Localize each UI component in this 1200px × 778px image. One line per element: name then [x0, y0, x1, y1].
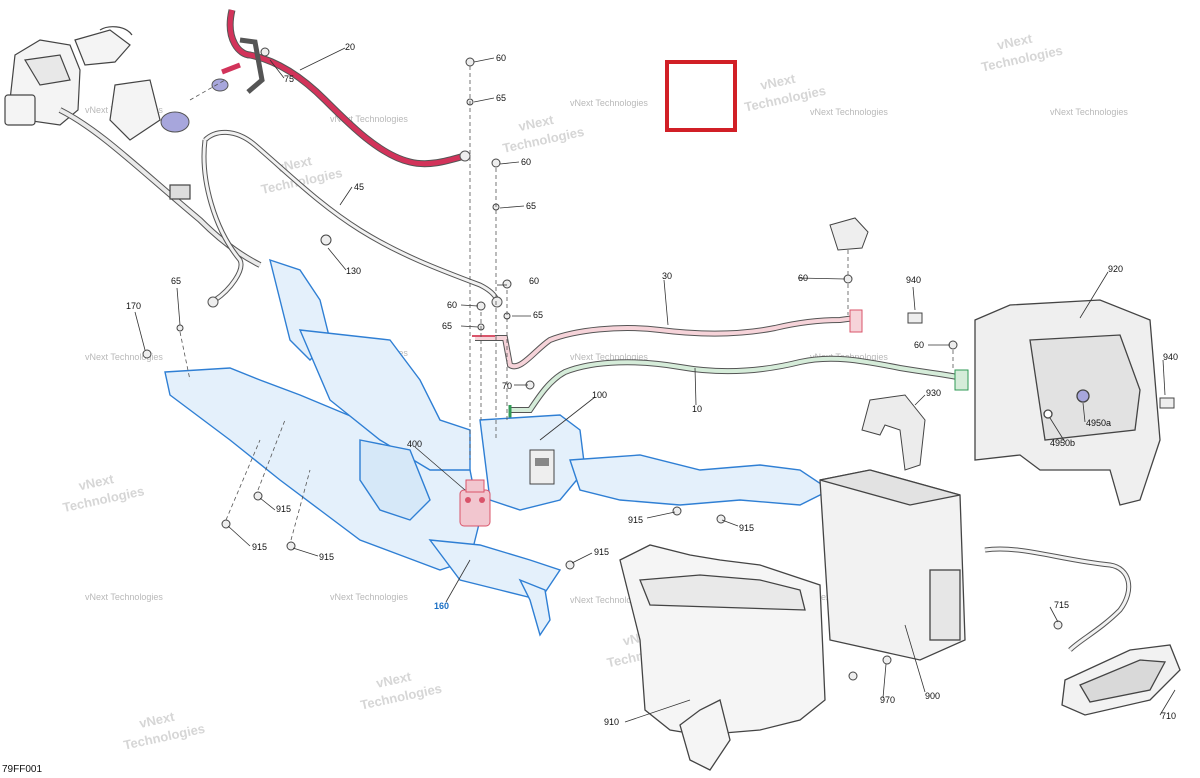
- callout-65[interactable]: 65: [533, 310, 543, 320]
- watermark: vNext Technologies: [570, 98, 648, 108]
- watermark: vNext Technologies: [1050, 107, 1128, 117]
- callout-915[interactable]: 915: [628, 515, 643, 525]
- callout-715[interactable]: 715: [1054, 600, 1069, 610]
- callout-65[interactable]: 65: [526, 201, 536, 211]
- callout-60[interactable]: 60: [798, 273, 808, 283]
- callout-915[interactable]: 915: [252, 542, 267, 552]
- callout-710[interactable]: 710: [1161, 711, 1176, 721]
- cover-920: [974, 299, 1161, 506]
- relay-box-harness: [4, 26, 262, 268]
- callout-60[interactable]: 60: [529, 276, 539, 286]
- callout-915[interactable]: 915: [319, 552, 334, 562]
- cable-30: [472, 309, 863, 370]
- selection-box[interactable]: [665, 60, 737, 132]
- watermark: vNext Technologies: [570, 352, 648, 362]
- watermark-small-layer: vNext Technologies vNext Technologies vN…: [85, 98, 1128, 605]
- callout-60[interactable]: 60: [447, 300, 457, 310]
- callout-940[interactable]: 940: [1163, 352, 1178, 362]
- tail-light-710: [984, 546, 1181, 716]
- strap-930: [861, 394, 926, 471]
- watermark: vNext Technologies: [330, 592, 408, 602]
- watermark: vNext: [375, 669, 413, 691]
- assembly-lines: [179, 66, 954, 541]
- callout-65[interactable]: 65: [442, 321, 452, 331]
- callout-920[interactable]: 920: [1108, 264, 1123, 274]
- callout-4950a[interactable]: 4950a: [1086, 418, 1111, 428]
- callout-60[interactable]: 60: [914, 340, 924, 350]
- watermark: vNext: [517, 112, 555, 134]
- watermark: vNext: [77, 471, 115, 493]
- callout-30[interactable]: 30: [662, 271, 672, 281]
- callout-970[interactable]: 970: [880, 695, 895, 705]
- callout-160[interactable]: 160: [434, 601, 449, 611]
- watermark: vNext: [996, 31, 1034, 53]
- callout-940[interactable]: 940: [906, 275, 921, 285]
- watermark: vNext Technologies: [85, 352, 163, 362]
- callout-45[interactable]: 45: [354, 182, 364, 192]
- callout-20[interactable]: 20: [345, 42, 355, 52]
- relay-400: [459, 479, 491, 527]
- holder-910: [619, 544, 826, 771]
- callout-10[interactable]: 10: [692, 404, 702, 414]
- callout-100[interactable]: 100: [592, 390, 607, 400]
- callout-915[interactable]: 915: [276, 504, 291, 514]
- callout-915[interactable]: 915: [739, 523, 754, 533]
- watermark: vNext Technologies: [810, 107, 888, 117]
- callout-910[interactable]: 910: [604, 717, 619, 727]
- callout-labels: 20 75 60 65 60 65 45 130 65 170 30 60 60…: [126, 42, 1178, 727]
- watermark: vNext Technologies: [570, 595, 648, 605]
- cable-45: [201, 129, 503, 308]
- callout-130[interactable]: 130: [346, 266, 361, 276]
- watermark: vNext: [138, 709, 176, 731]
- figure-id: 79FF001: [2, 764, 43, 775]
- callout-915[interactable]: 915: [594, 547, 609, 557]
- battery-900: [819, 469, 966, 661]
- watermark: vNext Technologies: [85, 592, 163, 602]
- callout-930[interactable]: 930: [926, 388, 941, 398]
- callout-60[interactable]: 60: [496, 53, 506, 63]
- watermark: vNext: [759, 71, 797, 93]
- cable-holder: [829, 217, 869, 251]
- callout-75[interactable]: 75: [284, 74, 294, 84]
- frame-160: [164, 258, 832, 637]
- leader-lines: [134, 47, 1176, 723]
- fuse-holder: [160, 78, 229, 133]
- watermark: vNext Technologies: [330, 114, 408, 124]
- callout-4950b[interactable]: 4950b: [1050, 438, 1075, 448]
- cable-20: [221, 9, 471, 168]
- callout-400[interactable]: 400: [407, 439, 422, 449]
- callout-70[interactable]: 70: [502, 381, 512, 391]
- callout-60[interactable]: 60: [521, 157, 531, 167]
- callout-900[interactable]: 900: [925, 691, 940, 701]
- callout-65[interactable]: 65: [171, 276, 181, 286]
- callout-170[interactable]: 170: [126, 301, 141, 311]
- connector-100: [529, 449, 555, 485]
- callout-65[interactable]: 65: [496, 93, 506, 103]
